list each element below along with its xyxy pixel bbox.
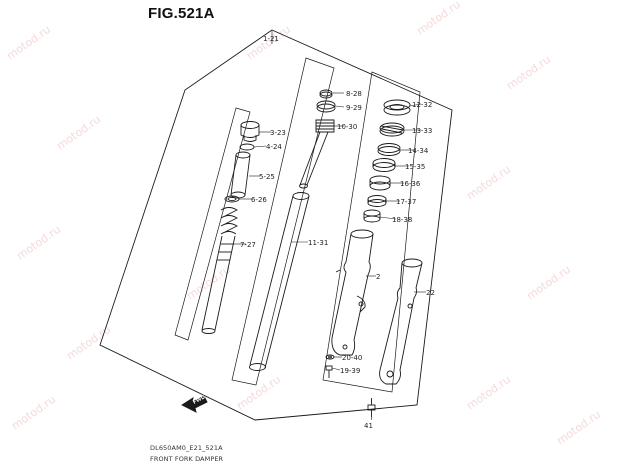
- callout-12: 12-32: [412, 101, 432, 109]
- part-retainer-16: [369, 175, 391, 191]
- callout-22: 22: [426, 289, 435, 297]
- part-oil-seal-15: [372, 158, 396, 172]
- callout-13: 13-33: [412, 127, 432, 135]
- part-ring-9: [316, 100, 336, 113]
- part-bushing-17: [367, 195, 387, 207]
- fwd-label: FWD: [192, 394, 206, 405]
- watermark-text: motod.ru: [54, 113, 103, 153]
- part-o-ring-4: [239, 143, 255, 151]
- part-cap-3: [240, 121, 260, 142]
- callout-41: 41: [364, 422, 373, 430]
- callout-8: 8-28: [346, 90, 362, 98]
- callout-7: 7-27: [240, 241, 256, 249]
- figure-code: DL650AM0_E21_521A: [150, 444, 223, 452]
- spring-group-outline: [174, 107, 251, 341]
- part-bushing-18: [363, 209, 381, 223]
- part-bolt-19: [325, 365, 333, 378]
- assembly-outline: [99, 29, 453, 421]
- watermark-text: motod.ru: [554, 408, 603, 448]
- part-spring-7: [201, 207, 238, 334]
- watermark-text: motod.ru: [184, 263, 233, 303]
- callout-17: 17-37: [396, 198, 416, 206]
- callout-4: 4-24: [266, 143, 282, 151]
- callout-20: 20-40: [342, 354, 362, 362]
- part-bolt-41: [367, 398, 376, 417]
- watermark-text: motod.ru: [9, 393, 58, 433]
- watermark-text: motod.ru: [234, 373, 283, 413]
- figure-caption: FRONT FORK DAMPER: [150, 455, 224, 463]
- part-spacer-5: [230, 151, 251, 199]
- callout-3: 3-23: [270, 129, 286, 137]
- part-stopper-ring-14: [377, 143, 401, 156]
- outer-tube-group-outline: [322, 71, 421, 393]
- part-outer-tube-22: [379, 258, 423, 385]
- callout-6: 6-26: [251, 196, 267, 204]
- watermark-text: motod.ru: [414, 0, 463, 37]
- callout-16: 16-36: [400, 180, 421, 188]
- callout-labels: 1-21 8-28 9-29 10-30 12-32 13-33 14-34 1…: [240, 35, 435, 430]
- watermark-text: motod.ru: [504, 53, 553, 93]
- watermark-text: motod.ru: [524, 263, 573, 303]
- callout-15: 15-35: [405, 163, 425, 171]
- callout-2: 2: [376, 273, 380, 281]
- part-damper-rod-10: [299, 119, 335, 189]
- damper-rod-group-outline: [231, 57, 335, 386]
- part-inner-tube-11: [249, 192, 310, 371]
- fwd-direction-arrow: [181, 395, 208, 413]
- callout-5: 5-25: [259, 173, 275, 181]
- callout-10: 10-30: [337, 123, 357, 131]
- callout-1: 1-21: [263, 35, 279, 43]
- leader-lines: [234, 31, 426, 420]
- callout-14: 14-34: [408, 147, 429, 155]
- figure-title: FIG.521A: [148, 5, 215, 22]
- watermark-text: motod.ru: [4, 23, 53, 63]
- watermark-text: motod.ru: [464, 373, 513, 413]
- callout-11: 11-31: [308, 239, 328, 247]
- callout-18: 18-38: [392, 216, 412, 224]
- watermark-text: motod.ru: [14, 223, 63, 263]
- callout-19: 19-39: [340, 367, 360, 375]
- watermark-text: motod.ru: [464, 163, 513, 203]
- part-ring-8: [319, 89, 333, 99]
- part-outer-tube-2: [331, 229, 374, 356]
- callout-9: 9-29: [346, 104, 362, 112]
- part-oil-seal-12: [383, 99, 411, 116]
- part-dust-seal-13: [379, 122, 405, 137]
- part-gasket-20: [325, 354, 335, 360]
